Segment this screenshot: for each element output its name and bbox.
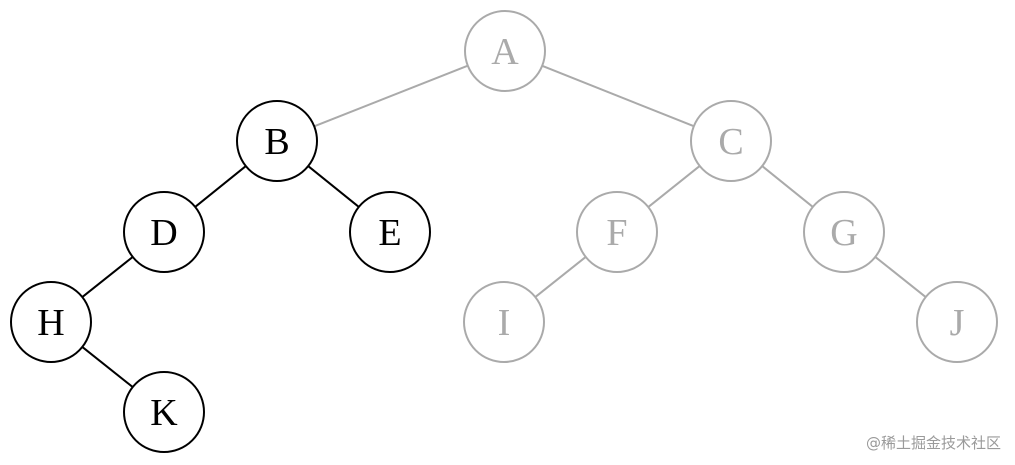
node-circle: [236, 100, 318, 182]
edge-f-i: [534, 256, 587, 298]
node-label: F: [606, 212, 627, 254]
node-circle: [803, 191, 885, 273]
node-circle: [123, 371, 205, 453]
edge-d-h: [81, 256, 134, 298]
node-label: E: [378, 212, 401, 254]
node-circle: [690, 100, 772, 182]
node-k: K: [123, 371, 205, 453]
tree-edges: [81, 64, 927, 388]
edge-b-e: [307, 165, 360, 208]
watermark-text: @稀土掘金技术社区: [865, 434, 1001, 452]
node-label: B: [264, 121, 289, 163]
edge-h-k: [81, 346, 134, 388]
edge-a-b: [313, 64, 469, 128]
node-h: H: [10, 281, 92, 363]
node-label: H: [37, 302, 64, 344]
tree-nodes: A B C D E F G H I J K: [10, 10, 998, 453]
edge-c-f: [647, 165, 701, 208]
node-label: K: [150, 392, 178, 434]
node-label: J: [950, 302, 965, 344]
node-label: C: [718, 121, 743, 163]
node-label: I: [498, 302, 511, 344]
node-label: D: [150, 212, 177, 254]
node-circle: [463, 281, 545, 363]
node-g: G: [803, 191, 885, 273]
node-e: E: [349, 191, 431, 273]
node-circle: [464, 10, 546, 92]
node-a: A: [464, 10, 546, 92]
node-circle: [916, 281, 998, 363]
node-b: B: [236, 100, 318, 182]
node-circle: [349, 191, 431, 273]
edge-a-c: [541, 64, 695, 128]
edge-b-d: [194, 165, 247, 208]
node-label: G: [830, 212, 857, 254]
edge-c-g: [761, 165, 814, 208]
node-d: D: [123, 191, 205, 273]
node-f: F: [576, 191, 658, 273]
node-c: C: [690, 100, 772, 182]
node-circle: [576, 191, 658, 273]
node-j: J: [916, 281, 998, 363]
node-circle: [10, 281, 92, 363]
node-circle: [123, 191, 205, 273]
node-label: A: [491, 31, 519, 73]
node-i: I: [463, 281, 545, 363]
edge-g-j: [874, 256, 927, 298]
